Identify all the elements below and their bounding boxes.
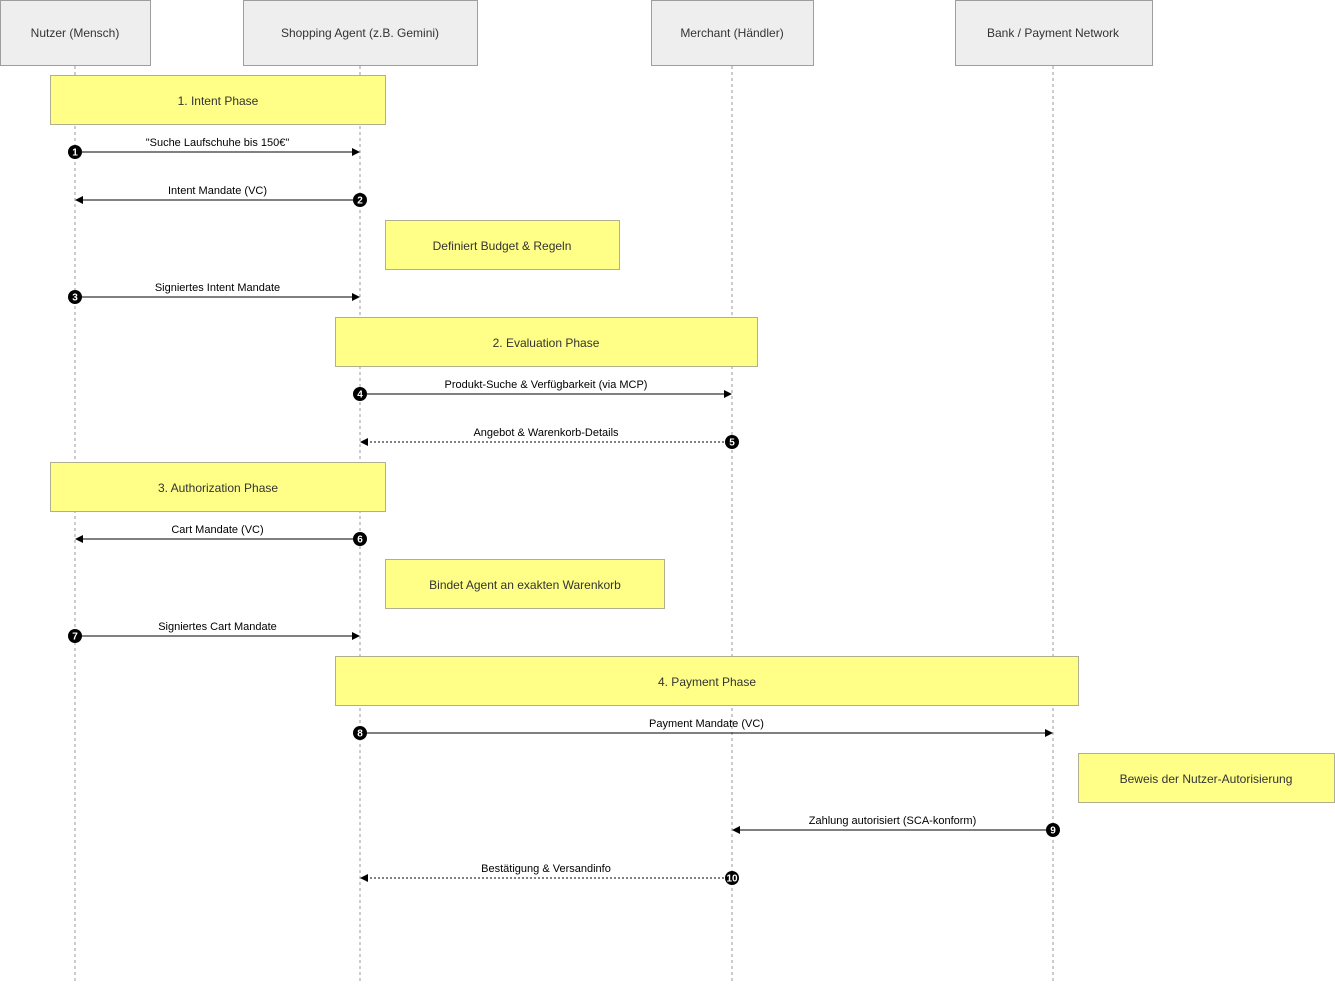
step-number: 4 — [357, 390, 363, 401]
phase-authorization-label: 3. Authorization Phase — [158, 481, 278, 495]
phase-evaluation: 2. Evaluation Phase — [335, 317, 758, 367]
message-9: Zahlung autorisiert (SCA-konform) 9 — [732, 815, 1060, 837]
step-number: 2 — [357, 196, 363, 207]
step-number-badge — [725, 435, 739, 449]
message-label: Payment Mandate (VC) — [649, 718, 764, 730]
message-2: Intent Mandate (VC) 2 — [75, 185, 367, 207]
step-number-badge — [353, 193, 367, 207]
step-number-badge — [353, 726, 367, 740]
message-label: Signiertes Cart Mandate — [158, 621, 277, 633]
step-number-badge — [68, 290, 82, 304]
message-label: "Suche Laufschuhe bis 150€" — [146, 137, 290, 149]
note-budget-rules-label: Definiert Budget & Regeln — [433, 239, 572, 253]
participant-bank-label: Bank / Payment Network — [987, 26, 1120, 40]
step-number-badge — [1046, 823, 1060, 837]
note-user-authorization: Beweis der Nutzer-Autorisierung — [1078, 753, 1335, 803]
participant-agent-label: Shopping Agent (z.B. Gemini) — [281, 26, 439, 40]
message-label: Signiertes Intent Mandate — [155, 282, 280, 294]
note-cart-binding-label: Bindet Agent an exakten Warenkorb — [429, 578, 621, 592]
step-number-badge — [68, 145, 82, 159]
phase-payment: 4. Payment Phase — [335, 656, 1079, 706]
message-label: Cart Mandate (VC) — [171, 524, 263, 536]
participant-agent: Shopping Agent (z.B. Gemini) — [243, 0, 478, 66]
step-number: 7 — [72, 632, 78, 643]
step-number-badge — [353, 532, 367, 546]
phase-evaluation-label: 2. Evaluation Phase — [493, 336, 600, 350]
step-number-badge — [353, 387, 367, 401]
message-3: Signiertes Intent Mandate 3 — [68, 282, 360, 304]
message-6: Cart Mandate (VC) 6 — [75, 524, 367, 546]
step-number: 10 — [726, 874, 738, 885]
step-number-badge — [725, 871, 739, 885]
participant-user: Nutzer (Mensch) — [0, 0, 151, 66]
message-5: Angebot & Warenkorb-Details 5 — [360, 427, 739, 449]
phase-intent-label: 1. Intent Phase — [178, 94, 259, 108]
phase-authorization: 3. Authorization Phase — [50, 462, 386, 512]
participant-user-label: Nutzer (Mensch) — [31, 26, 120, 40]
step-number-badge — [68, 629, 82, 643]
step-number: 3 — [72, 293, 78, 304]
note-cart-binding: Bindet Agent an exakten Warenkorb — [385, 559, 665, 609]
message-7: Signiertes Cart Mandate 7 — [68, 621, 360, 643]
message-label: Produkt-Suche & Verfügbarkeit (via MCP) — [445, 379, 648, 391]
message-label: Intent Mandate (VC) — [168, 185, 267, 197]
note-budget-rules: Definiert Budget & Regeln — [385, 220, 620, 270]
message-10: Bestätigung & Versandinfo 10 — [360, 863, 739, 885]
message-label: Bestätigung & Versandinfo — [481, 863, 611, 875]
step-number: 5 — [729, 438, 735, 449]
message-8: Payment Mandate (VC) 8 — [353, 718, 1053, 740]
participant-merchant: Merchant (Händler) — [651, 0, 814, 66]
step-number: 9 — [1050, 826, 1056, 837]
phase-intent: 1. Intent Phase — [50, 75, 386, 125]
message-label: Zahlung autorisiert (SCA-konform) — [809, 815, 977, 827]
message-label: Angebot & Warenkorb-Details — [473, 427, 619, 439]
step-number: 6 — [357, 535, 363, 546]
message-4: Produkt-Suche & Verfügbarkeit (via MCP) 4 — [353, 379, 732, 401]
phase-payment-label: 4. Payment Phase — [658, 675, 756, 689]
message-1: "Suche Laufschuhe bis 150€" 1 — [68, 137, 360, 159]
note-user-authorization-label: Beweis der Nutzer-Autorisierung — [1120, 772, 1293, 786]
step-number: 1 — [72, 148, 78, 159]
participant-bank: Bank / Payment Network — [955, 0, 1153, 66]
step-number: 8 — [357, 729, 363, 740]
participant-merchant-label: Merchant (Händler) — [680, 26, 783, 40]
